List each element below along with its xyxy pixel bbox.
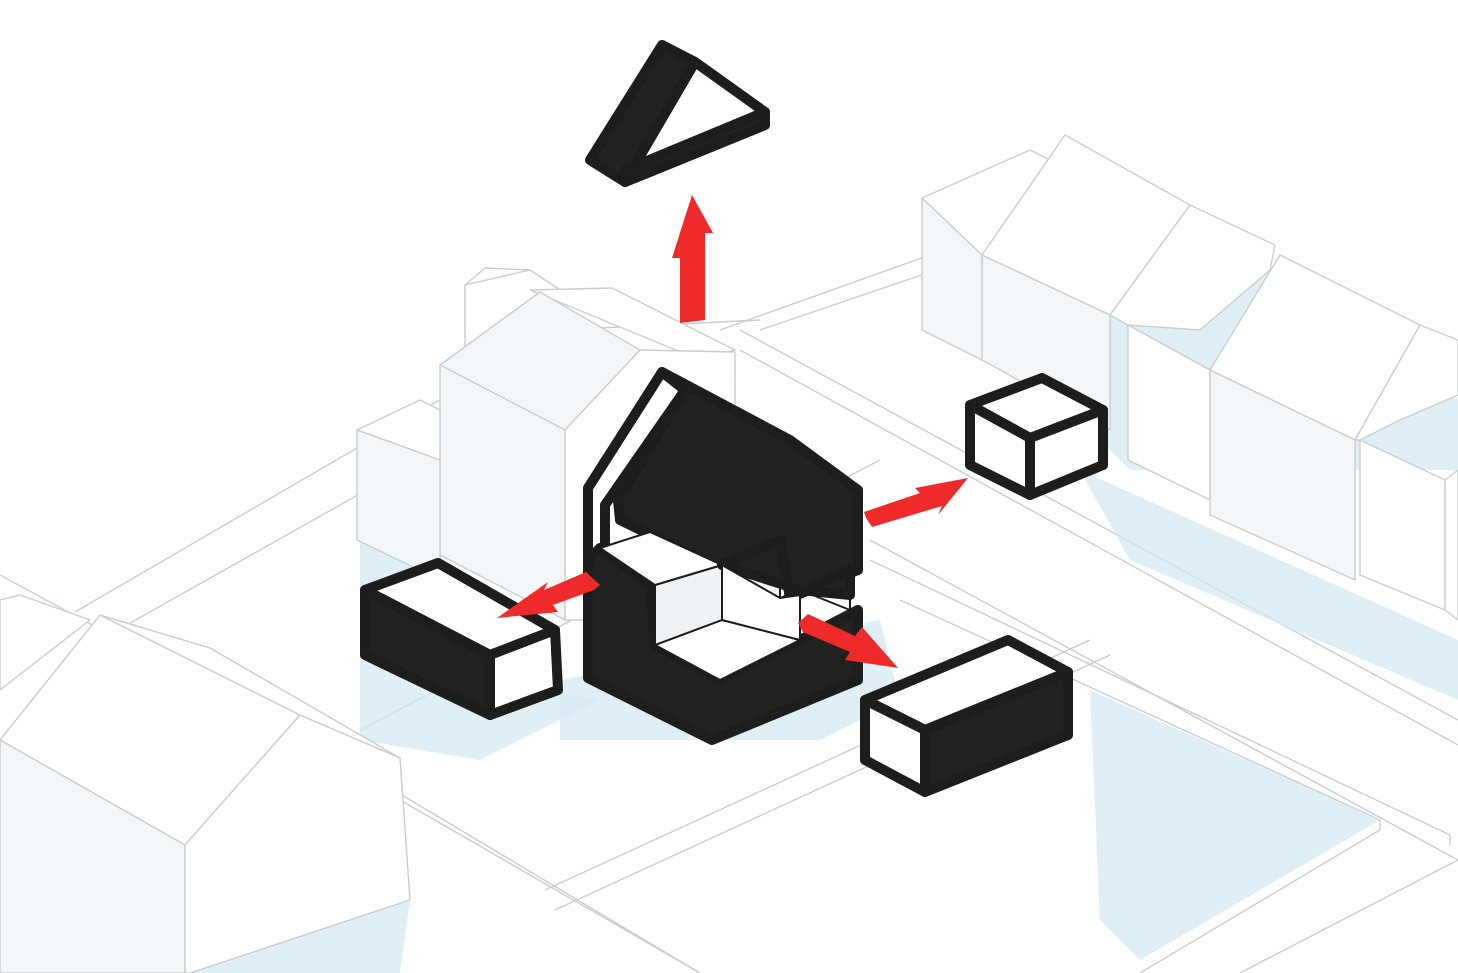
arrow-front	[798, 614, 898, 668]
front-box-module	[860, 635, 1073, 797]
left-box-module	[360, 558, 563, 720]
arrow-right	[864, 478, 968, 527]
street-lines	[0, 254, 1458, 973]
context-house-left	[0, 594, 411, 973]
central-house-core	[583, 367, 863, 745]
right-box-module	[965, 373, 1108, 500]
context-house-back	[356, 267, 736, 621]
context-row-houses-right	[921, 134, 1458, 621]
arrow-left	[497, 572, 600, 618]
arrow-up	[672, 195, 713, 323]
roof-module	[585, 40, 770, 187]
